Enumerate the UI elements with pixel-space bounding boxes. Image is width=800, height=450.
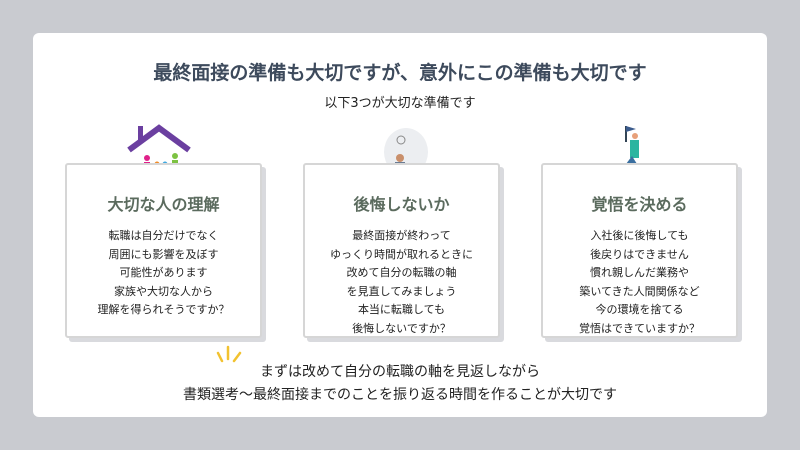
card-heading: 後悔しないか	[353, 195, 450, 214]
sparkle-icon	[216, 345, 242, 363]
subtitle: 以下3つが大切な準備です	[324, 96, 476, 111]
card-heading: 覚悟を決める	[591, 195, 688, 214]
card-line: 覚悟はできていますか？	[579, 321, 700, 335]
card-line: 家族や大切な人から	[114, 284, 213, 298]
card-line: 本当に転職しても	[357, 303, 446, 316]
page-title: 最終面接の準備も大切ですが、意外にこの準備も大切です	[153, 62, 647, 84]
card-understanding: 大切な人の理解 転職は自分だけでなく 周囲にも影響を及ぼす 可能性があります 家…	[65, 163, 262, 338]
card-line: 後悔しないですか？	[352, 321, 451, 335]
card-line: 慣れ親しんだ業務や	[590, 266, 689, 279]
card-line: 最終面接が終わって	[352, 229, 451, 242]
card-line: 転職は自分だけでなく	[108, 229, 219, 242]
card-line: 入社後に後悔しても	[590, 229, 689, 242]
card-line: を見直してみましょう	[346, 284, 457, 298]
card-line: 今の環境を捨てる	[595, 303, 684, 316]
card-line: 後戻りはできません	[590, 247, 689, 261]
card-line: 可能性があります	[119, 266, 208, 279]
card-heading: 大切な人の理解	[107, 195, 220, 214]
card-resolve: 覚悟を決める 入社後に後悔しても 後戻りはできません 慣れ親しんだ業務や 築いて…	[541, 163, 738, 338]
card-line: 周囲にも影響を及ぼす	[108, 247, 219, 261]
card-no-regret: 後悔しないか 最終面接が終わって ゆっくり時間が取れるときに 改めて自分の転職の…	[303, 163, 500, 338]
card-line: 改めて自分の転職の軸	[346, 266, 457, 279]
card-line: ゆっくり時間が取れるときに	[330, 247, 473, 261]
footer-line-1: まずは改めて自分の転職の軸を見返しながら	[260, 364, 540, 380]
footer-line-2: 書類選考～最終面接までのことを振り返る時間を作ることが大切です	[183, 387, 617, 403]
card-line: 理解を得られそうですか？	[97, 303, 230, 316]
card-line: 築いてきた人間関係など	[579, 284, 700, 298]
